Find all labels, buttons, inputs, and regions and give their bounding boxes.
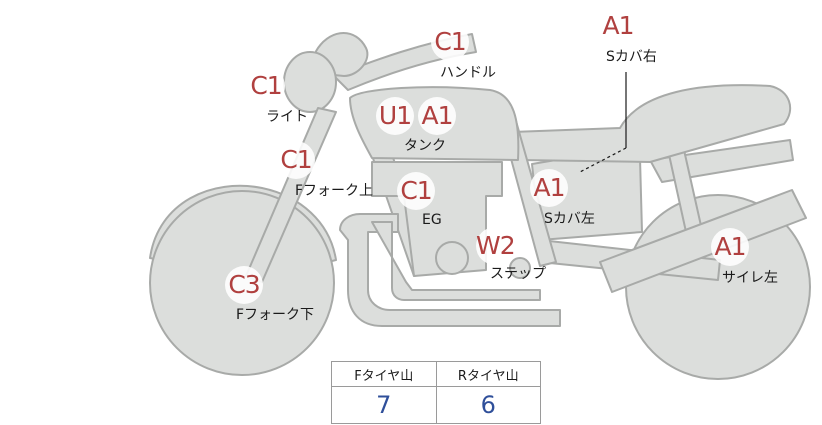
rear-tire-tread-header: Rタイヤ山 bbox=[435, 361, 541, 387]
grade-badge-light: C1 bbox=[247, 67, 285, 105]
part-label-fork-lower: Fフォーク下 bbox=[236, 307, 315, 323]
grade-badge-handle: C1 bbox=[431, 23, 469, 61]
part-label-side-cover-left: Sカバ左 bbox=[544, 211, 595, 227]
headlight-bezel bbox=[283, 51, 337, 113]
part-label-light: ライト bbox=[266, 109, 308, 125]
side-cover-right-leader-dash bbox=[579, 147, 627, 173]
part-label-tank: タンク bbox=[404, 138, 446, 154]
grade-badge-step: W2 bbox=[476, 227, 516, 265]
grade-badge-engine: C1 bbox=[397, 172, 435, 210]
part-label-side-cover-right: Sカバ右 bbox=[606, 49, 657, 65]
rear-tire-tread-value: 6 bbox=[435, 386, 541, 424]
grade-badge-side-cover-left: A1 bbox=[530, 169, 568, 207]
grade-badge-tank-2: A1 bbox=[418, 97, 456, 135]
tire-tread-value-row: 7 6 bbox=[331, 386, 541, 424]
part-label-fork-upper: Fフォーク上 bbox=[295, 183, 374, 199]
grade-badge-side-cover-right: A1 bbox=[599, 7, 637, 45]
grade-badge-fork-upper: C1 bbox=[277, 141, 315, 179]
grade-badge-tank-1: U1 bbox=[376, 97, 414, 135]
part-label-silencer-left: サイレ左 bbox=[722, 270, 778, 286]
part-label-handle: ハンドル bbox=[440, 65, 496, 81]
exhaust-pipe-inner bbox=[371, 221, 541, 301]
part-label-engine: EG bbox=[422, 212, 442, 228]
front-tire-tread-value: 7 bbox=[331, 386, 437, 424]
tire-tread-header-row: Fタイヤ山 Rタイヤ山 bbox=[331, 361, 541, 387]
exhaust-pipe bbox=[339, 213, 561, 327]
footpeg bbox=[509, 257, 531, 279]
silencer bbox=[599, 189, 807, 293]
seat bbox=[511, 84, 792, 163]
engine-cover bbox=[435, 241, 469, 275]
grade-badge-fork-lower: C3 bbox=[225, 266, 263, 304]
tire-tread-table: Fタイヤ山 Rタイヤ山 7 6 bbox=[331, 361, 541, 424]
grade-badge-silencer-left: A1 bbox=[711, 228, 749, 266]
front-tire-tread-header: Fタイヤ山 bbox=[331, 361, 437, 387]
part-label-step: ステップ bbox=[490, 266, 546, 282]
